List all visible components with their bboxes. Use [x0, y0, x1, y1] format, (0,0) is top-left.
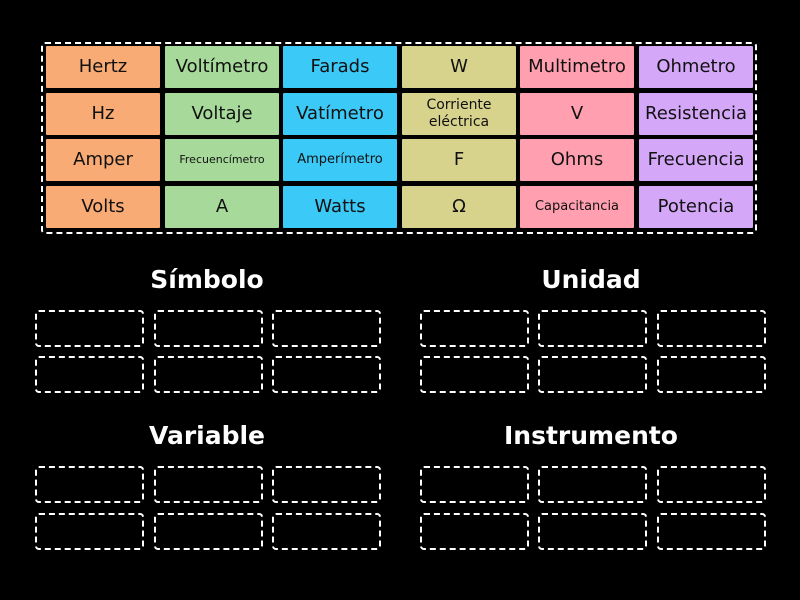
tile-amperimetro[interactable]: Amperímetro	[283, 139, 397, 181]
drop-slot-simbolo[interactable]	[272, 310, 381, 347]
drop-slot-instrumento[interactable]	[420, 513, 529, 550]
drop-slot-simbolo[interactable]	[272, 356, 381, 393]
tile-farads[interactable]: Farads	[283, 46, 397, 88]
tile-vatimetro[interactable]: Vatímetro	[283, 93, 397, 135]
tile-tray	[41, 42, 757, 234]
tile-f[interactable]: F	[402, 139, 516, 181]
tile-frecuencimetro[interactable]: Frecuencímetro	[165, 139, 279, 181]
drop-slot-instrumento[interactable]	[657, 466, 766, 503]
tile-ohms[interactable]: Ohms	[520, 139, 634, 181]
drop-slot-unidad[interactable]	[538, 356, 647, 393]
tile-voltimetro[interactable]: Voltímetro	[165, 46, 279, 88]
drop-slot-instrumento[interactable]	[420, 466, 529, 503]
drop-slot-variable[interactable]	[154, 513, 263, 550]
drop-slot-unidad[interactable]	[657, 310, 766, 347]
drop-slot-instrumento[interactable]	[657, 513, 766, 550]
tile-watts[interactable]: Watts	[283, 186, 397, 228]
drop-slot-simbolo[interactable]	[154, 356, 263, 393]
drop-slot-variable[interactable]	[35, 513, 144, 550]
tile-potencia[interactable]: Potencia	[639, 186, 753, 228]
tile-frecuencia[interactable]: Frecuencia	[639, 139, 753, 181]
group-title-unidad: Unidad	[541, 265, 641, 294]
tile-hertz[interactable]: Hertz	[46, 46, 160, 88]
tile-volts[interactable]: Volts	[46, 186, 160, 228]
tile-ohmetro[interactable]: Ohmetro	[639, 46, 753, 88]
tile-resistencia[interactable]: Resistencia	[639, 93, 753, 135]
tile-hz[interactable]: Hz	[46, 93, 160, 135]
tile-capacitancia[interactable]: Capacitancia	[520, 186, 634, 228]
tile-corriente-electrica[interactable]: Corriente eléctrica	[402, 93, 516, 135]
drop-slot-simbolo[interactable]	[35, 310, 144, 347]
drop-slot-variable[interactable]	[35, 466, 144, 503]
group-title-simbolo: Símbolo	[150, 265, 264, 294]
drop-slot-variable[interactable]	[154, 466, 263, 503]
drop-slot-variable[interactable]	[272, 466, 381, 503]
tile-multimetro[interactable]: Multimetro	[520, 46, 634, 88]
tile-voltaje[interactable]: Voltaje	[165, 93, 279, 135]
drop-slot-unidad[interactable]	[420, 310, 529, 347]
drop-slot-instrumento[interactable]	[538, 513, 647, 550]
drop-slot-simbolo[interactable]	[35, 356, 144, 393]
group-title-variable: Variable	[148, 421, 266, 450]
drop-slot-unidad[interactable]	[420, 356, 529, 393]
tile-amper[interactable]: Amper	[46, 139, 160, 181]
drop-slot-unidad[interactable]	[538, 310, 647, 347]
drop-slot-instrumento[interactable]	[538, 466, 647, 503]
drop-slot-variable[interactable]	[272, 513, 381, 550]
group-title-instrumento: Instrumento	[504, 421, 678, 450]
tile-a[interactable]: A	[165, 186, 279, 228]
tile-omega[interactable]: Ω	[402, 186, 516, 228]
drop-slot-simbolo[interactable]	[154, 310, 263, 347]
drop-slot-unidad[interactable]	[657, 356, 766, 393]
tile-w[interactable]: W	[402, 46, 516, 88]
tile-v[interactable]: V	[520, 93, 634, 135]
